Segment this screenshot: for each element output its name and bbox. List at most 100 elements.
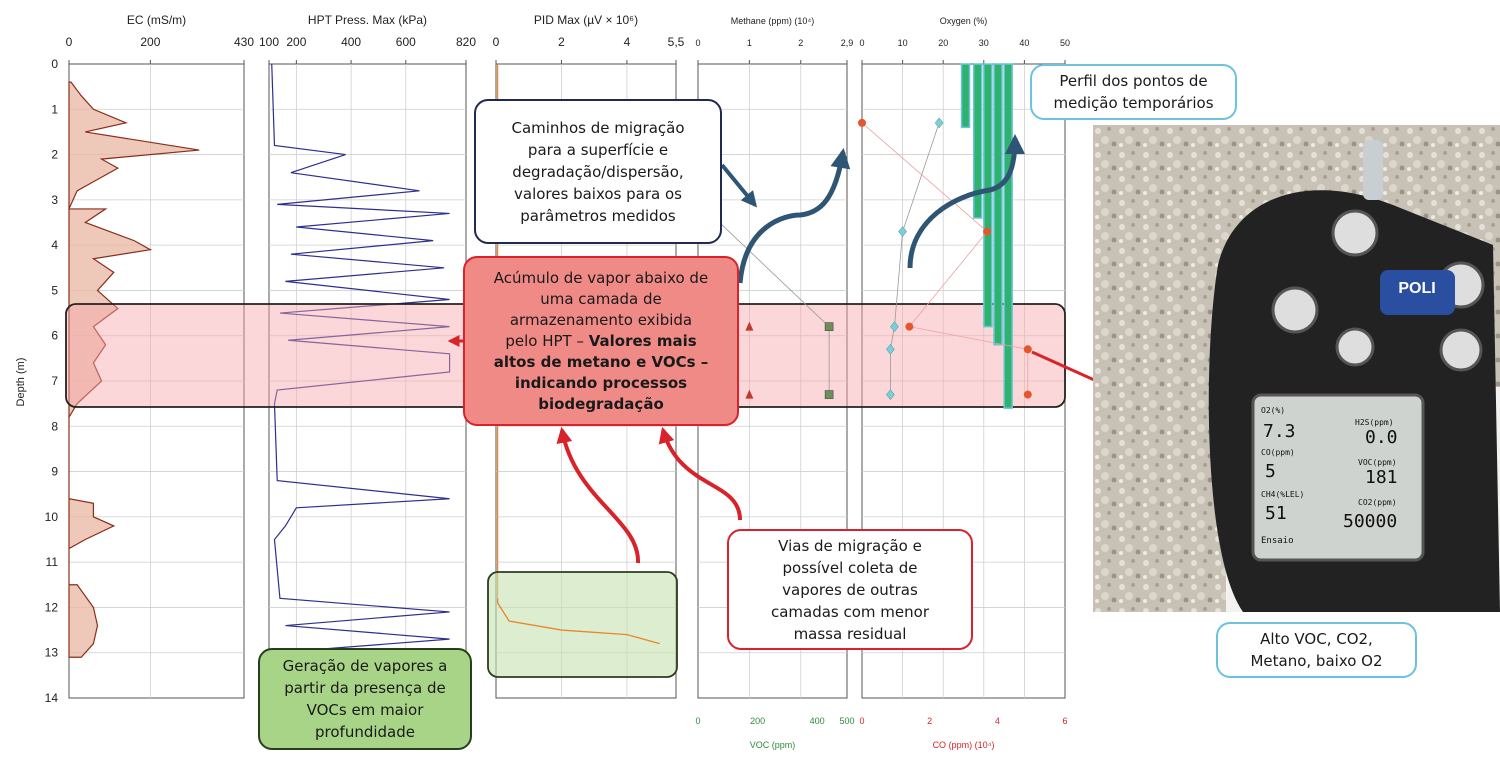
- tick-label: 0: [859, 38, 864, 48]
- depth-tick-label: 0: [51, 57, 58, 71]
- generation-line-2: partir da presença de: [284, 679, 446, 697]
- accumulation-bold-4: biodegradação: [538, 394, 664, 413]
- tick-label: 50: [1060, 38, 1070, 48]
- voc-marker: [824, 322, 834, 331]
- depth-tick-label: 9: [51, 465, 58, 479]
- co-marker: [905, 322, 914, 331]
- tick-label: 0: [493, 35, 500, 49]
- paths-line-3: vapores de outras: [782, 580, 918, 599]
- depth-tick-label: 1: [51, 102, 58, 116]
- tick-label: 100: [259, 35, 279, 49]
- red-arrow-from-generation: [556, 426, 641, 564]
- bottom-tick-label: 400: [810, 716, 825, 726]
- ec-profile: [68, 81, 200, 658]
- co-marker: [858, 118, 866, 127]
- voc-marker: [824, 390, 834, 399]
- high-line-1: Alto VOC, CO2,: [1260, 630, 1373, 648]
- tick-label: 400: [341, 35, 361, 49]
- tick-label: 2,9: [841, 38, 854, 48]
- paths-line-1: Vias de migração e: [778, 536, 922, 555]
- co-marker: [1023, 390, 1032, 399]
- meter-label-voc: VOC(ppm): [1358, 458, 1397, 467]
- generation-line-4: profundidade: [315, 723, 415, 741]
- profile-annotation: Perfil dos pontos de medição temporários: [1030, 64, 1237, 120]
- measurement-bar: [972, 63, 983, 219]
- depth-tick-label: 10: [45, 510, 59, 524]
- track-title: Methane (ppm) (10⁴): [731, 16, 814, 26]
- bottom-tick-label: 500: [839, 716, 854, 726]
- tick-label: 4: [624, 35, 631, 49]
- meter-label-o2: O2(%): [1261, 406, 1285, 415]
- oxygen-marker: [886, 389, 895, 400]
- depth-tick-label: 4: [51, 238, 58, 252]
- migration-line-1: Caminhos de migração: [511, 118, 685, 137]
- bottom-axis-title: CO (ppm) (10⁴): [933, 740, 995, 750]
- depth-tick-label: 2: [51, 148, 58, 162]
- depth-tick-label: 3: [51, 193, 58, 207]
- migration-arrow-2: [907, 134, 1025, 269]
- profile-line-1: Perfil dos pontos de: [1059, 72, 1208, 90]
- bottom-tick-label: 0: [859, 716, 864, 726]
- track-title: EC (mS/m): [127, 13, 186, 27]
- depth-tick-label: 6: [51, 329, 58, 343]
- depth-tick-label: 12: [45, 600, 59, 614]
- gas-meter-photo: POLI O2(%) H2S(ppm) 7.3 0.0 CO(ppm) VOC(…: [1093, 125, 1500, 612]
- accumulation-bold-1: Valores mais: [588, 331, 697, 350]
- accumulation-bold-3: indicando processos: [514, 373, 688, 392]
- paths-line-4: camadas com menor: [770, 602, 930, 621]
- tick-label: 5,5: [668, 35, 685, 49]
- accumulation-line-1: Acúmulo de vapor abaixo de: [493, 268, 709, 287]
- depth-tick-label: 7: [51, 374, 58, 388]
- meter-value-ch4: 51: [1265, 503, 1287, 524]
- meter-brand-label: POLI: [1398, 280, 1435, 297]
- tick-label: 30: [979, 38, 989, 48]
- bottom-tick-label: 2: [927, 716, 932, 726]
- measurement-bar: [960, 63, 971, 129]
- meter-value-co2: 50000: [1343, 511, 1397, 532]
- tick-label: 600: [396, 35, 416, 49]
- methane-marker: [745, 389, 754, 399]
- bottom-tick-label: 0: [695, 716, 700, 726]
- meter-label-h2s: H2S(ppm): [1355, 418, 1394, 427]
- accumulation-bold-2: altos de metano e VOCs –: [493, 352, 709, 371]
- tick-label: 200: [140, 35, 160, 49]
- meter-value-o2: 7.3: [1263, 421, 1296, 442]
- migration-line-5: parâmetros medidos: [520, 206, 676, 225]
- bottom-tick-label: 6: [1062, 716, 1067, 726]
- bottom-axis-title: VOC (ppm): [750, 740, 796, 750]
- tick-label: 430: [234, 35, 254, 49]
- depth-axis-label: Depth (m): [15, 358, 27, 407]
- depth-tick-label: 13: [45, 646, 59, 660]
- measurement-bar: [993, 63, 1003, 346]
- oxygen-marker: [886, 343, 895, 355]
- migration-line-2: para a superfície e: [527, 140, 669, 159]
- tick-label: 200: [286, 35, 306, 49]
- depth-tick-label: 5: [51, 283, 58, 297]
- meter-value-co: 5: [1265, 461, 1276, 482]
- oxygen-marker: [890, 321, 899, 333]
- paths-line-2: possível coleta de: [782, 558, 918, 577]
- meter-label-ch4: CH4(%LEL): [1261, 490, 1304, 499]
- track-title: HPT Press. Max (kPa): [308, 13, 427, 27]
- generation-line-1: Geração de vapores a: [282, 657, 448, 675]
- profile-line-2: medição temporários: [1053, 94, 1214, 112]
- track-title: PID Max (µV × 10⁶): [534, 13, 638, 27]
- vapor-generation-annotation: Geração de vapores a partir da presença d…: [258, 648, 472, 750]
- migration-paths-annotation: Vias de migração e possível coleta de vapo…: [727, 529, 973, 650]
- bottom-tick-label: 4: [995, 716, 1000, 726]
- pid-high-zone: [487, 571, 678, 678]
- measurement-bar: [1003, 63, 1013, 409]
- meter-label-ensaio: Ensaio: [1261, 536, 1294, 546]
- methane-marker: [745, 321, 754, 331]
- tick-label: 40: [1019, 38, 1029, 48]
- tick-label: 0: [695, 38, 700, 48]
- migration-line-4: valores baixos para os: [514, 184, 682, 203]
- depth-tick-label: 14: [45, 691, 59, 705]
- meter-value-voc: 181: [1365, 467, 1398, 488]
- tick-label: 20: [938, 38, 948, 48]
- tick-label: 820: [456, 35, 476, 49]
- meter-label-co2: CO2(ppm): [1358, 498, 1397, 507]
